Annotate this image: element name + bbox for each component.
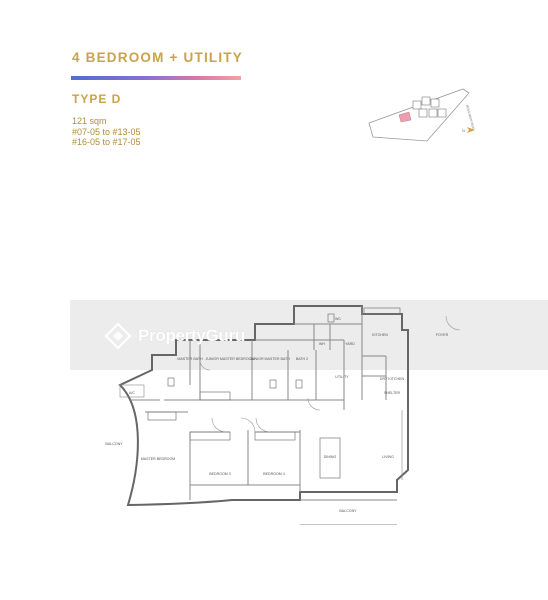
room-label-balcony-bottom: BALCONY xyxy=(339,509,357,513)
door-swing xyxy=(255,417,271,433)
door-swing xyxy=(199,359,211,371)
room-label-junior-master-bath: JUNIOR MASTER BATH xyxy=(250,357,290,361)
watermark: PropertyGuru xyxy=(104,322,245,350)
wc-fixture xyxy=(327,313,335,323)
wardrobe xyxy=(189,431,231,441)
room-label-master-bedroom: MASTER BEDROOM xyxy=(141,457,176,461)
floor-plan: MASTER BATH JUNIOR MASTER BEDROOM JUNIOR… xyxy=(105,305,461,525)
watermark-brand: PropertyGuru xyxy=(138,326,245,345)
block-5 xyxy=(428,108,438,118)
wardrobe xyxy=(147,411,177,421)
door-swing xyxy=(211,417,227,433)
block-3 xyxy=(430,98,440,108)
unit-title: 4 BEDROOM + UTILITY xyxy=(72,50,243,65)
site-boundary xyxy=(368,88,470,142)
wardrobe xyxy=(254,431,296,441)
kitchen-counter xyxy=(363,307,401,315)
room-label-ac: A/C xyxy=(129,391,135,395)
unit-specs: 121 sqm #07-05 to #13-05 #16-05 to #17-0… xyxy=(72,116,141,148)
watermark-band xyxy=(70,300,548,370)
title-underline xyxy=(71,76,241,80)
room-label-wc: WC xyxy=(335,317,341,321)
road-label: MOULMEIN RISE xyxy=(465,104,475,130)
block-2 xyxy=(421,96,431,106)
room-label-kitchen: KITCHEN xyxy=(372,333,388,337)
room-label-living: LIVING xyxy=(382,455,394,459)
bath-fixture xyxy=(167,377,175,387)
area-text: 121 sqm xyxy=(72,116,107,126)
room-label-bath-2: BATH 2 xyxy=(296,357,308,361)
room-label-yard: YARD xyxy=(345,342,355,346)
block-1 xyxy=(412,100,422,110)
north-label: N xyxy=(462,128,465,133)
bath-fixture xyxy=(295,379,303,389)
ac-ledge xyxy=(119,384,145,398)
bath-fixture xyxy=(269,379,277,389)
dining-table xyxy=(319,437,341,479)
block-6 xyxy=(437,108,447,118)
room-label-utility: UTILITY xyxy=(335,375,349,379)
room-label-wh: WH xyxy=(319,342,325,346)
room-label-bedroom-3: BEDROOM 3 xyxy=(209,472,231,476)
key-plan: MOULMEIN RISE N xyxy=(368,88,476,142)
room-label-foyer: FOYER xyxy=(436,333,449,337)
door-swing xyxy=(445,315,461,331)
room-label-dining: DINING xyxy=(324,455,337,459)
room-label-shelter: SHELTER xyxy=(384,391,401,395)
north-arrow-icon xyxy=(467,127,475,133)
wardrobe xyxy=(199,391,231,401)
propertyguru-logo-icon xyxy=(104,322,132,350)
unit-range-1: #07-05 to #13-05 xyxy=(72,126,141,137)
door-swing xyxy=(307,397,321,411)
room-label-balcony-left: BALCONY xyxy=(105,442,123,446)
highlighted-unit xyxy=(398,111,412,123)
room-label-bedroom-4: BEDROOM 4 xyxy=(263,472,285,476)
room-label-junior-master-bedroom: JUNIOR MASTER BEDROOM xyxy=(206,357,255,361)
type-label: TYPE D xyxy=(72,92,122,106)
room-label-dry-kitchen: DRY KITCHEN xyxy=(380,377,405,381)
block-4 xyxy=(418,108,428,118)
door-swing xyxy=(240,417,256,433)
room-label-master-bath: MASTER BATH xyxy=(177,357,203,361)
unit-range-2: #16-05 to #17-05 xyxy=(72,137,141,147)
